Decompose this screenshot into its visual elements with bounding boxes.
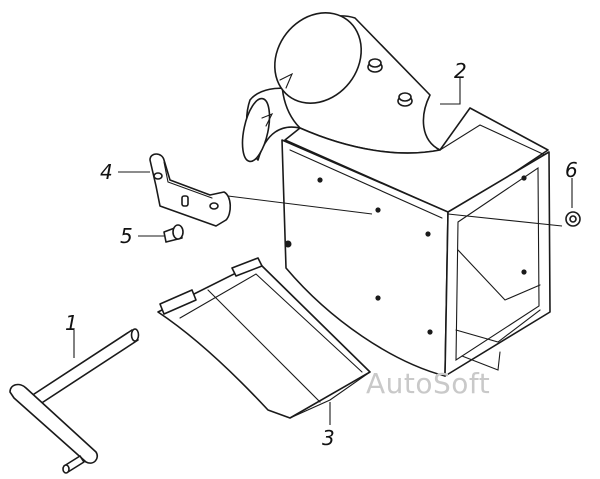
callout-3: 3	[322, 426, 335, 450]
callout-4: 4	[100, 160, 113, 184]
leader-4b	[227, 195, 373, 215]
part-4-bracket	[149, 153, 232, 227]
leader-lines	[73, 78, 573, 425]
part-3-damper-plate	[157, 257, 371, 419]
callout-5: 5	[120, 224, 133, 248]
watermark-text: AutoSoft	[366, 367, 490, 400]
flange-bolt	[367, 58, 383, 73]
callout-2: 2	[454, 59, 467, 83]
callout-1: 1	[65, 311, 78, 335]
leader-2	[440, 78, 461, 105]
part-2-housing	[241, 12, 551, 377]
callout-6: 6	[565, 158, 578, 182]
part-5-pin	[163, 224, 184, 243]
callouts: 1 2 3 4 5 6	[65, 59, 578, 450]
flange-bolt	[397, 92, 413, 107]
leader-6b	[447, 213, 563, 227]
part-1-handle	[9, 328, 140, 474]
part-6-washer	[565, 211, 581, 227]
